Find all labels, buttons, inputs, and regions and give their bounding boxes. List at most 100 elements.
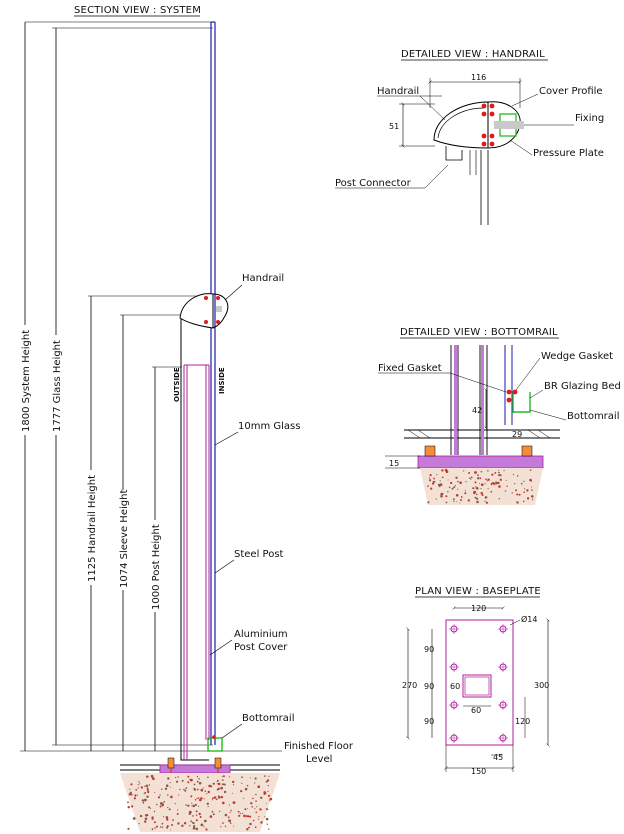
section-anchor-nut [167, 757, 175, 769]
handrail-gasket [489, 141, 495, 147]
system-height-label: 1800 System Height [21, 330, 32, 432]
handrail-gasket [481, 103, 487, 109]
baseplate-dim-270: 270 [402, 681, 417, 690]
baseplate-post-inner [464, 676, 490, 696]
bottomrail-anchor-nut [424, 445, 436, 457]
handrail-label-pressure-plate: Pressure Plate [533, 148, 604, 159]
section-view: SECTION VIEW : SYSTEM 1800 System Height… [19, 5, 354, 832]
bottomrail-gasket [506, 397, 512, 403]
handrail-gasket [489, 133, 495, 139]
handrail-gasket [489, 111, 495, 117]
bottomrail-steel-post [450, 345, 488, 455]
baseplate-dim-right-120: 120 [515, 717, 530, 726]
handrail-label-handrail: Handrail [377, 86, 419, 97]
bottomrail-anchor-nut [521, 445, 533, 457]
bottomrail-detail: DETAILED VIEW : BOTTOMRAIL 42 29 [378, 327, 621, 505]
section-anchor-nut [214, 757, 222, 769]
bolt-hole [449, 624, 459, 634]
concrete-speckle [427, 468, 534, 504]
floor-hatch [407, 429, 551, 439]
handrail-detail: DETAILED VIEW : HANDRAIL 116 51 [335, 49, 604, 225]
bolt-hole [498, 700, 508, 710]
baseplate-dim-hole: Ø14 [521, 614, 537, 624]
handrail-label-post-connector: Post Connector [335, 178, 412, 189]
baseplate-dim-300: 300 [534, 681, 549, 690]
handrail-view-title: DETAILED VIEW : HANDRAIL [401, 49, 545, 60]
section-label-handrail: Handrail [242, 273, 284, 284]
baseplate-dim-150: 150 [471, 767, 486, 776]
baseplate-dim-90c: 90 [424, 717, 434, 726]
section-label-level: Level [306, 754, 332, 765]
section-label-bottomrail: Bottomrail [242, 713, 294, 724]
baseplate-plan: PLAN VIEW : BASEPLATE 120 Ø14 270 90 90 … [402, 586, 549, 776]
handrail-label-cover-profile: Cover Profile [539, 86, 603, 97]
bottomrail-label-br-glazing: BR Glazing Bed [544, 381, 621, 392]
leader-line [529, 409, 567, 421]
section-label-aluminium: Aluminium [234, 629, 288, 640]
handrail-profile [433, 101, 489, 149]
leader-line [529, 389, 544, 399]
handrail-gasket [489, 103, 495, 109]
sleeve-height-label: 1074 Sleeve Height [119, 490, 130, 588]
glass-height-label-bg [50, 335, 62, 435]
post-connector-legs [469, 150, 477, 175]
section-label-glass: 10mm Glass [238, 421, 300, 432]
bolt-hole [449, 700, 459, 710]
bottomrail-edge-label: 15 [389, 459, 399, 468]
concrete-footing [120, 773, 280, 832]
section-handrail-fixing [216, 306, 222, 312]
section-bottomrail-gasket [212, 735, 216, 739]
bottomrail-gasket [506, 389, 512, 395]
handrail-height-label-bg [85, 470, 97, 585]
handrail-width-label: 116 [471, 73, 486, 82]
post-connector [445, 146, 463, 161]
section-label-steel-post: Steel Post [234, 549, 284, 560]
bolt-hole [498, 624, 508, 634]
section-label-floor: Finished Floor [284, 741, 354, 752]
baseplate-outline [445, 619, 514, 746]
baseplate-dim-60v: 60 [450, 682, 460, 691]
leader-line [515, 357, 541, 391]
section-label-post-cover: Post Cover [234, 642, 288, 653]
leader-line [511, 93, 539, 107]
sleeve-height-label-bg [117, 490, 129, 590]
handrail-height-label: 51 [389, 122, 399, 131]
bolt-hole [449, 662, 459, 672]
section-view-title: SECTION VIEW : SYSTEM [74, 5, 201, 16]
bottomrail-label-bottomrail: Bottomrail [567, 411, 619, 422]
section-handrail-profile [179, 293, 214, 329]
section-handrail-gasket [216, 320, 220, 324]
handrail-gasket [481, 111, 487, 117]
section-handrail-gasket [204, 320, 208, 324]
leader-line [209, 639, 233, 656]
leader-line [419, 95, 446, 121]
baseplate-dim-top-120: 120 [471, 604, 486, 613]
section-handrail-gasket [216, 296, 220, 300]
baseplate-post-square [462, 674, 492, 698]
leader-line [221, 723, 243, 739]
leader-line [509, 139, 533, 156]
bottomrail-label-wedge-gasket: Wedge Gasket [541, 351, 613, 362]
bottomrail-gasket [512, 389, 518, 395]
handrail-gasket [481, 133, 487, 139]
leader-line [424, 164, 449, 189]
bottomrail-view-title: DETAILED VIEW : BOTTOMRAIL [400, 327, 558, 338]
baseplate-view-title: PLAN VIEW : BASEPLATE [415, 586, 541, 597]
section-handrail-gasket [204, 296, 208, 300]
bolt-hole [498, 733, 508, 743]
bottomrail-width-label: 29 [512, 430, 522, 439]
bolt-hole [498, 662, 508, 672]
bottomrail-height-label: 42 [472, 406, 482, 415]
baseplate-dim-45: 45 [493, 753, 503, 762]
leader-line [449, 372, 507, 393]
leader-line [224, 284, 243, 301]
bolt-hole [449, 733, 459, 743]
fixing-bolt [494, 121, 524, 129]
bottomrail-profile [512, 392, 531, 413]
post-height-label: 1000 Post Height [151, 524, 162, 610]
leader-line [214, 559, 235, 574]
bottomrail-label-fixed-gasket: Fixed Gasket [378, 363, 442, 374]
baseplate-dim-90a: 90 [424, 645, 434, 654]
bottomrail-baseplate [417, 455, 544, 469]
handrail-profile-inner [437, 107, 485, 139]
